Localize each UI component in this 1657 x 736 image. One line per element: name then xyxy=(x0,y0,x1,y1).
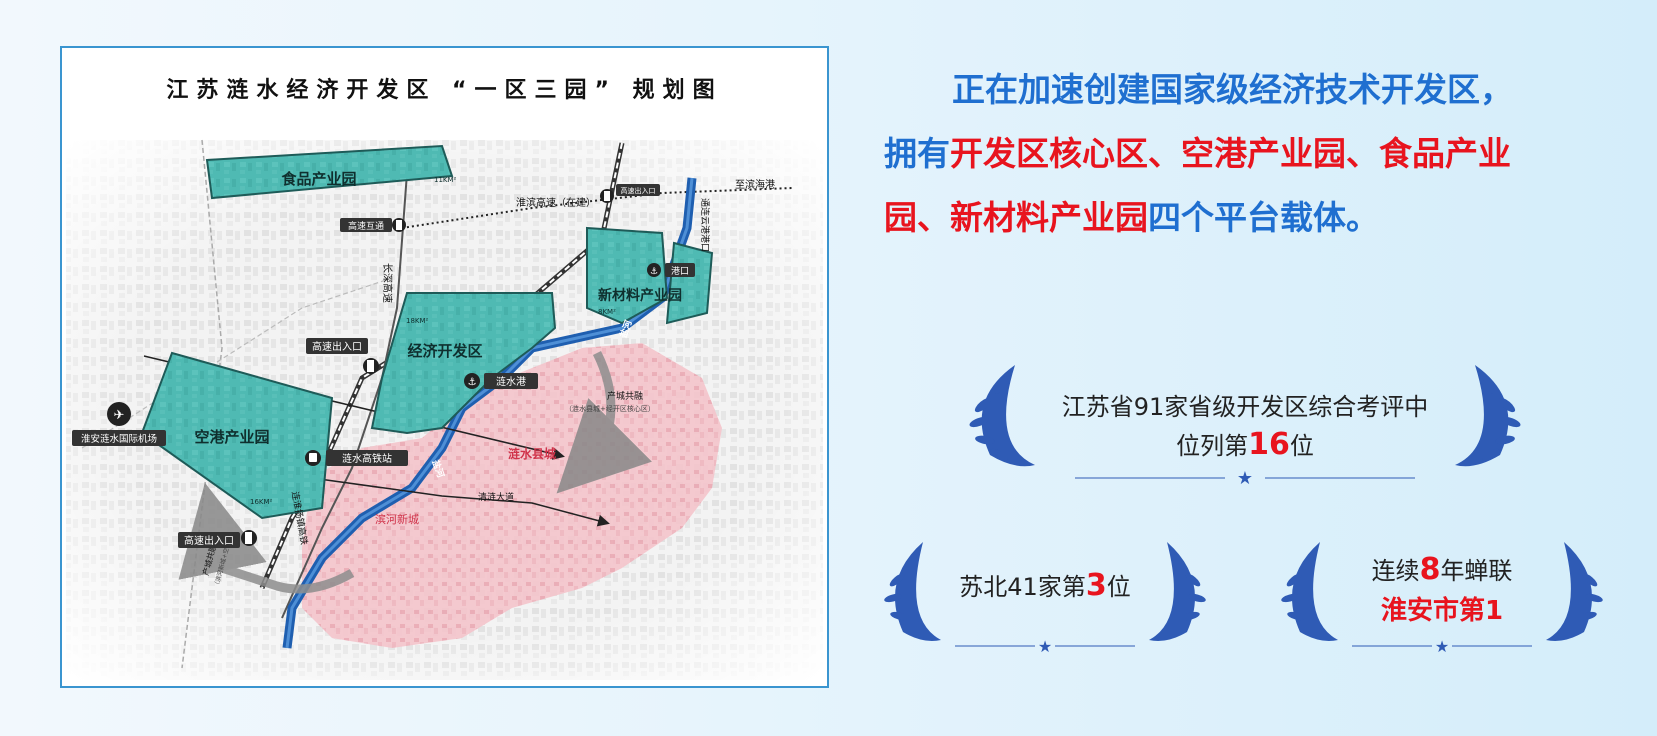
label-lianyun-canal: 通连云港港口 xyxy=(699,198,711,252)
headline: 正在加速创建国家级经济技术开发区， 拥有开发区核心区、空港产业园、食品产业 园、… xyxy=(884,58,1604,250)
award-huaian-first: ★ 连续8年蝉联 淮安市第1 xyxy=(1272,540,1612,655)
award-north-jiangsu: ★ 苏北41家第3位 xyxy=(875,540,1215,655)
tag-port: ⚓ 港口 xyxy=(647,263,695,277)
headline-line-3: 园、新材料产业园四个平台载体。 xyxy=(884,198,1379,237)
zone-food[interactable] xyxy=(205,144,454,200)
label-integration-1: 产城共融 xyxy=(607,390,643,402)
svg-text:高速互通: 高速互通 xyxy=(348,220,384,232)
laurel-icon: ★ xyxy=(884,542,1206,655)
award-2-text: 苏北41家第3位 xyxy=(959,568,1131,603)
star-icon: ★ xyxy=(1237,468,1253,485)
planning-map: 江苏涟水经济开发区 “一区三园” 规划图 xyxy=(60,46,829,688)
svg-text:涟水港: 涟水港 xyxy=(496,375,526,388)
svg-text:高速出入口: 高速出入口 xyxy=(312,340,362,353)
zone-econ[interactable] xyxy=(370,292,557,435)
award-1-line-1: 江苏省91家省级开发区综合考评中 xyxy=(1061,393,1429,421)
label-airport-park: 空港产业园 xyxy=(194,428,269,446)
laurel-icon: ★ xyxy=(969,365,1521,485)
star-icon: ★ xyxy=(1435,637,1449,655)
tag-highway-exit-2: 高速出入口 xyxy=(306,338,379,374)
tag-highway-exit-1: 高速出入口 xyxy=(600,184,660,203)
area-econ: 18KM² xyxy=(406,317,429,325)
label-qinglian-road: 清涟大道 xyxy=(478,491,514,503)
label-food: 食品产业园 xyxy=(281,170,356,188)
svg-text:港口: 港口 xyxy=(671,265,689,277)
map-title: 江苏涟水经济开发区 “一区三园” 规划图 xyxy=(166,78,723,103)
zone-materials-a[interactable] xyxy=(586,226,669,325)
award-3-line-2: 淮安市第1 xyxy=(1380,596,1504,626)
tag-airport: ✈ 淮安涟水国际机场 xyxy=(72,402,166,446)
award-1-line-2: 位列第16位 xyxy=(1176,427,1314,462)
tag-highway-exit-3: 高速出入口 xyxy=(178,530,257,548)
tag-highway-interchange: 高速互通 xyxy=(340,218,406,232)
star-icon: ★ xyxy=(1038,637,1052,655)
label-integration-1-sub: （涟水县城+经开区核心区） xyxy=(565,404,655,413)
label-materials: 新材料产业园 xyxy=(598,287,682,304)
area-materials: 8KM² xyxy=(598,308,616,316)
label-to-binhai-port: 至滨海港 xyxy=(735,178,775,191)
zone-materials-b[interactable] xyxy=(665,241,714,325)
area-airport-park: 16KM² xyxy=(250,498,273,506)
tag-lianshui-port: ⚓ 涟水港 xyxy=(464,373,538,389)
laurel-icon: ★ xyxy=(1281,542,1603,655)
label-huaibin-expressway: 淮滨高速（在建） xyxy=(516,196,596,209)
label-county: 涟水县城 xyxy=(508,446,556,461)
svg-text:涟水高铁站: 涟水高铁站 xyxy=(342,452,392,465)
award-3-line-1: 连续8年蝉联 xyxy=(1371,552,1513,587)
svg-text:高速出入口: 高速出入口 xyxy=(621,186,656,195)
tag-hsr-station: 涟水高铁站 xyxy=(305,450,408,466)
airplane-icon: ✈ xyxy=(114,408,125,423)
svg-text:⚓: ⚓ xyxy=(468,377,477,388)
award-provincial-ranking: ★ 江苏省91家省级开发区综合考评中 位列第16位 xyxy=(955,360,1535,485)
label-changshen-expressway: 长深高速 xyxy=(381,263,394,303)
headline-line-2: 拥有开发区核心区、空港产业园、食品产业 xyxy=(884,134,1511,173)
label-econ: 经济开发区 xyxy=(407,342,482,360)
area-food: 11KM² xyxy=(434,176,457,184)
svg-text:⚓: ⚓ xyxy=(650,267,658,277)
svg-text:淮安涟水国际机场: 淮安涟水国际机场 xyxy=(81,433,157,445)
zone-airport-park[interactable] xyxy=(140,351,334,520)
headline-line-1: 正在加速创建国家级经济技术开发区， xyxy=(952,70,1513,109)
label-new-city: 滨河新城 xyxy=(375,512,419,526)
map-canvas: 食品产业园 11KM² 经济开发区 18KM² 空港产业园 16KM² 新材料产… xyxy=(66,139,823,680)
svg-text:高速出入口: 高速出入口 xyxy=(184,534,234,547)
